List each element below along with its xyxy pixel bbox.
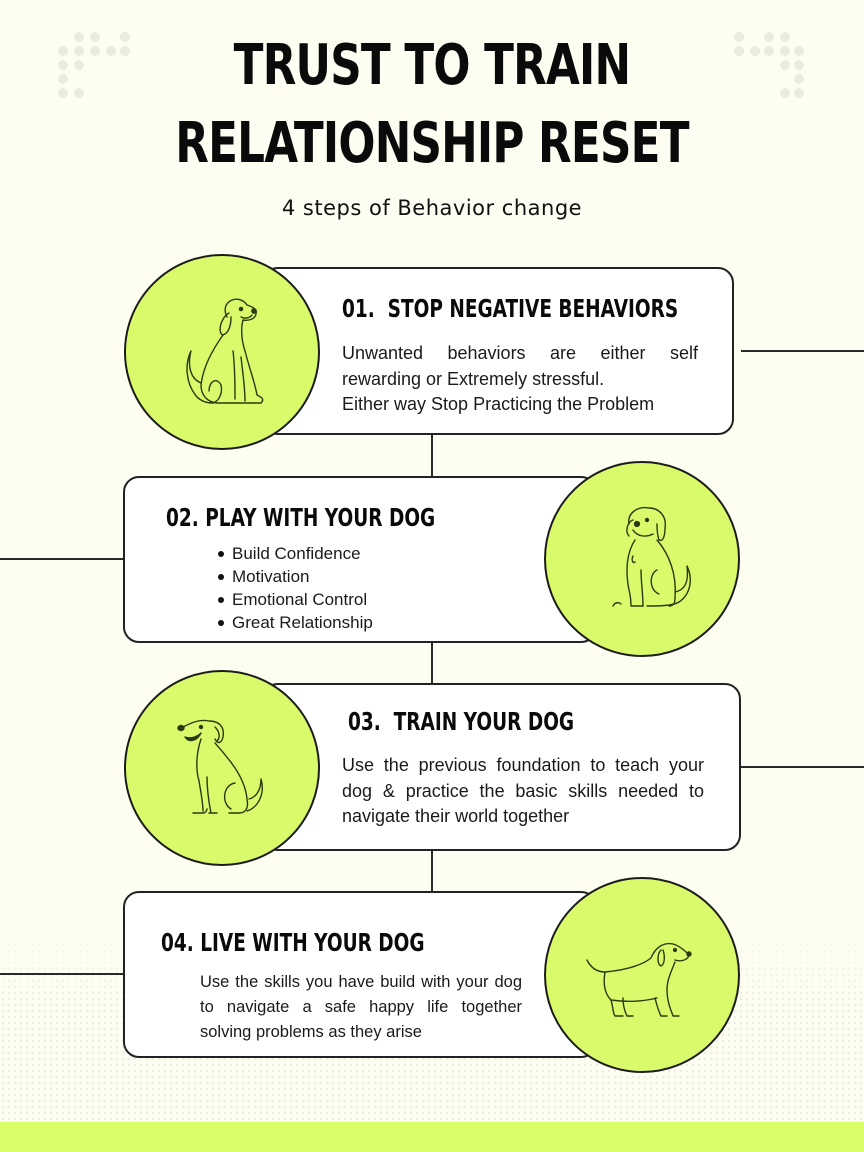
step-1-illustration-circle [124,254,320,450]
step-1-number: 01. [342,294,375,323]
step-1-description: Unwanted behaviors are either self rewar… [342,341,698,418]
step-card-1 [262,267,734,435]
sitting-dog-looking-left-icon [177,719,263,814]
sitting-dog-smiling-icon [186,298,264,404]
connector-horizontal-step-2 [0,558,124,560]
connector-vertical-1-2 [431,434,433,476]
standing-dog-icon [586,942,692,1017]
step-card-4 [123,891,597,1058]
step-4-illustration-circle [544,877,740,1073]
bullet-item: Motivation [216,565,373,588]
step-2-illustration-circle [544,461,740,657]
step-3-illustration-circle [124,670,320,866]
step-1-body-text-line-2: Either way Stop Practicing the Problem [342,394,655,414]
step-3-description: Use the previous foundation to teach you… [342,755,704,826]
step-1-body-text: Unwanted behaviors are either self rewar… [342,343,698,389]
bullet-item: Build Confidence [216,542,373,565]
step-4-heading: LIVE WITH YOUR DOG [200,928,425,957]
step-3-number: 03. [348,707,381,736]
sitting-dog-fluffy-icon [612,506,691,607]
connector-horizontal-step-3 [741,766,864,768]
bullet-item: Great Relationship [216,611,373,634]
step-2-title: 02. PLAY WITH YOUR DOG [166,505,435,530]
connector-vertical-3-4 [431,850,433,892]
connector-horizontal-step-1 [741,350,864,352]
step-3-title: 03. TRAIN YOUR DOG [348,709,574,734]
step-1-heading: STOP NEGATIVE BEHAVIORS [387,294,679,323]
bullet-item: Emotional Control [216,588,373,611]
connector-vertical-2-3 [431,642,433,684]
page-title-line-2: RELATIONSHIP RESET [175,111,689,176]
step-2-bullet-list: Build Confidence Motivation Emotional Co… [216,542,373,634]
step-3-heading: TRAIN YOUR DOG [393,707,575,736]
page-subtitle: 4 steps of Behavior change [281,196,583,220]
page-title-line-1: TRUST TO TRAIN [233,33,631,98]
bottom-accent-band [0,1122,864,1152]
step-4-number: 04. [161,928,194,957]
step-4-description: Use the skills you have build with your … [200,973,522,1041]
step-2-number: 02. [166,503,199,532]
step-2-heading: PLAY WITH YOUR DOG [205,503,436,532]
connector-horizontal-step-4 [0,973,124,975]
step-1-title: 01. STOP NEGATIVE BEHAVIORS [342,296,678,321]
step-card-2 [123,476,597,643]
step-4-title: 04. LIVE WITH YOUR DOG [161,930,425,955]
